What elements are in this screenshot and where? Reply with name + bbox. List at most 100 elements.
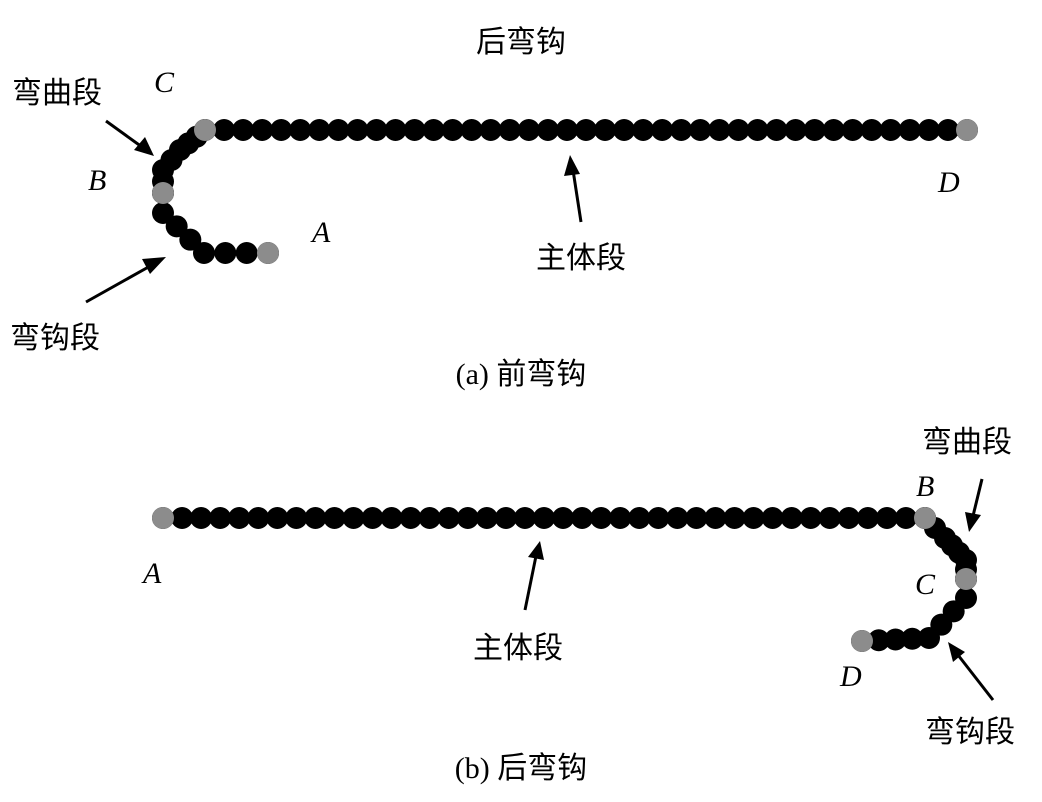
body-bead [822,119,845,141]
body-bead [742,507,765,529]
body-bead [270,119,293,141]
bend-segment-label-b: 弯曲段 [922,425,1012,460]
body-bead [498,119,521,141]
body-bead [875,507,898,529]
body-bead [323,507,346,529]
body-bead [784,119,807,141]
body-bead [765,119,788,141]
body-bead [536,119,559,141]
point-label-c-b: C [915,568,936,601]
node-markers-a [152,119,978,264]
body-bead [613,119,636,141]
body-bead [247,507,270,529]
hook-bead [165,215,188,238]
body-bead [609,507,632,529]
body-bead [456,507,479,529]
body-bead [228,507,251,529]
node-markers-b [152,507,977,652]
body-bead [746,119,769,141]
bend-segment-label-a: 弯曲段 [12,76,102,111]
body-bead [517,119,540,141]
body-bead [346,119,369,141]
body-bead [209,507,232,529]
body-bead [441,119,464,141]
body-bead [666,507,689,529]
body-bead [213,119,236,141]
node-d [956,119,978,141]
body-bead [494,507,517,529]
node-c [194,119,216,141]
node-b [152,182,174,204]
hook-bead [214,242,237,264]
body-bead [418,507,441,529]
body-bead [422,119,445,141]
body-bead [818,507,841,529]
hook-bead [179,228,202,251]
hook-segment-label-a: 弯钩段 [10,321,100,356]
point-label-a-b: A [141,557,162,590]
body-bead [232,119,255,141]
body-bead [437,507,460,529]
arrow-hook-a [85,257,166,304]
body-bead [780,507,803,529]
body-bead [628,507,651,529]
node-d [851,630,873,652]
hook-segment-label-b: 弯钩段 [925,715,1015,750]
body-bead [837,507,860,529]
body-bead [689,119,712,141]
point-label-a-a: A [310,216,331,249]
caption-a: (a) 前弯钩 [456,358,587,391]
top-label: 后弯钩 [476,25,566,60]
body-bead [590,507,613,529]
body-bead [555,119,578,141]
arrow-body-a [564,155,583,223]
body-segment-label-b: 主体段 [473,631,563,666]
arrow-bend-b [965,478,984,532]
node-a [152,507,174,529]
body-bead [399,507,422,529]
body-bead [936,119,959,141]
body-bead [365,119,388,141]
body-bead [670,119,693,141]
body-bead [723,507,746,529]
hook-bead [152,202,174,224]
body-bead [894,507,917,529]
body-bead [571,507,594,529]
body-bead [727,119,750,141]
hook-bead [235,242,258,264]
body-bead [841,119,864,141]
caption-b: (b) 后弯钩 [455,752,587,785]
body-bead [708,119,731,141]
body-bead [308,119,331,141]
body-bead [803,119,826,141]
panel-a: 后弯钩 弯曲段 弯钩段 主体段 C B A D (a) 前弯钩 [10,25,978,391]
body-bead [285,507,308,529]
body-bead [917,119,940,141]
hook-bead [901,627,924,650]
point-label-c-a: C [154,66,175,99]
body-bead [594,119,617,141]
body-bead [479,119,502,141]
node-a [257,242,279,264]
point-label-b-b: B [916,470,934,503]
body-bead [856,507,879,529]
point-label-b-a: B [88,164,106,197]
node-c [955,568,977,590]
hook-bead [918,627,940,649]
body-bead [879,119,902,141]
body-bead [552,507,575,529]
hook-bead [193,242,215,264]
body-bead [799,507,822,529]
body-bead [632,119,655,141]
bead-chain-b [152,507,977,652]
body-bead [403,119,426,141]
arrow-body-b [523,541,544,611]
body-bead [460,119,483,141]
body-bead [761,507,784,529]
body-bead [704,507,727,529]
point-label-d-a: D [937,166,960,199]
body-bead [575,119,597,141]
hook-bead [867,629,890,652]
